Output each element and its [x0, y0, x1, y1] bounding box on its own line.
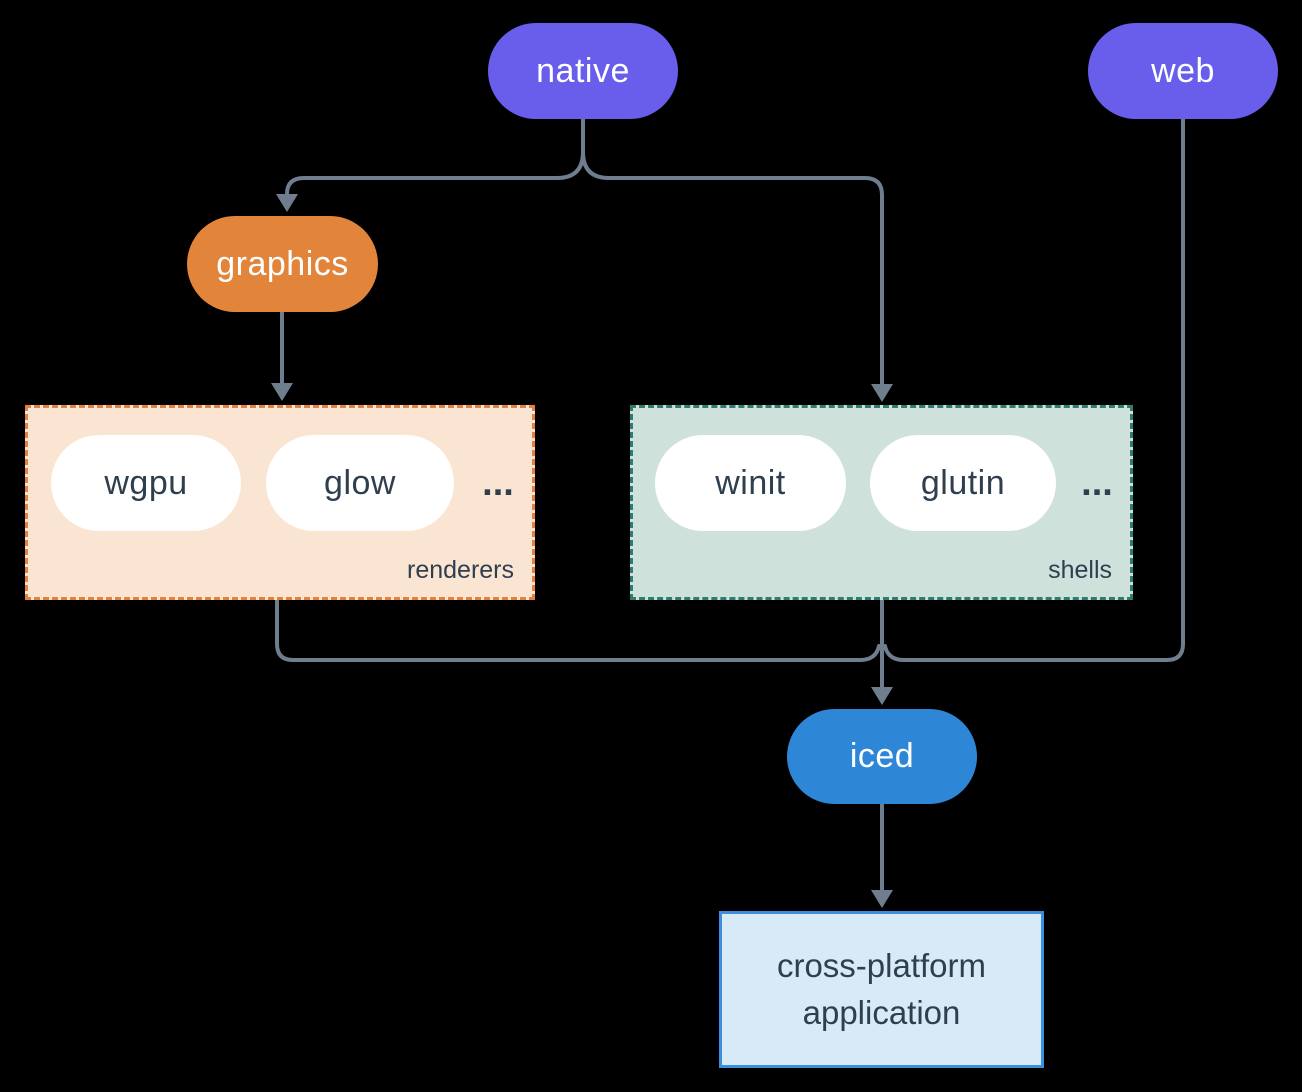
group-shells-label: shells: [1048, 556, 1112, 584]
node-wgpu: wgpu: [51, 435, 241, 531]
node-web-label: web: [1151, 51, 1215, 90]
group-renderers: wgpu glow ... renderers: [25, 405, 535, 600]
group-shells: winit glutin ... shells: [630, 405, 1133, 600]
edge-native-graphics: [285, 150, 585, 196]
node-native-label: native: [536, 51, 630, 90]
node-web: web: [1088, 23, 1278, 119]
node-winit-label: winit: [715, 463, 786, 502]
node-iced-label: iced: [849, 737, 915, 775]
shells-ellipsis: ...: [1081, 461, 1113, 504]
node-glutin: glutin: [870, 435, 1056, 531]
arrowhead-into-graphics: [276, 194, 298, 212]
node-application-label: cross-platform application: [776, 946, 987, 1031]
node-glutin-label: glutin: [920, 463, 1006, 502]
arrowhead-into-renderers: [271, 383, 293, 401]
renderers-ellipsis: ...: [482, 461, 514, 504]
node-glow-label: glow: [324, 463, 396, 502]
node-wgpu-label: wgpu: [104, 463, 188, 502]
node-graphics: graphics: [187, 216, 378, 312]
edge-native-shells: [581, 150, 884, 386]
node-iced: iced: [787, 709, 977, 804]
group-renderers-label: renderers: [407, 556, 514, 584]
node-application: cross-platform application: [719, 911, 1044, 1068]
edge-web-merge: [883, 117, 1185, 662]
edge-renderers-merge: [275, 599, 881, 662]
node-graphics-label: graphics: [216, 244, 349, 283]
arrowhead-into-iced: [871, 687, 893, 705]
arrowhead-into-application: [871, 890, 893, 908]
arrowhead-into-shells: [871, 384, 893, 402]
node-glow: glow: [266, 435, 454, 531]
node-native: native: [488, 23, 678, 119]
node-winit: winit: [655, 435, 846, 531]
